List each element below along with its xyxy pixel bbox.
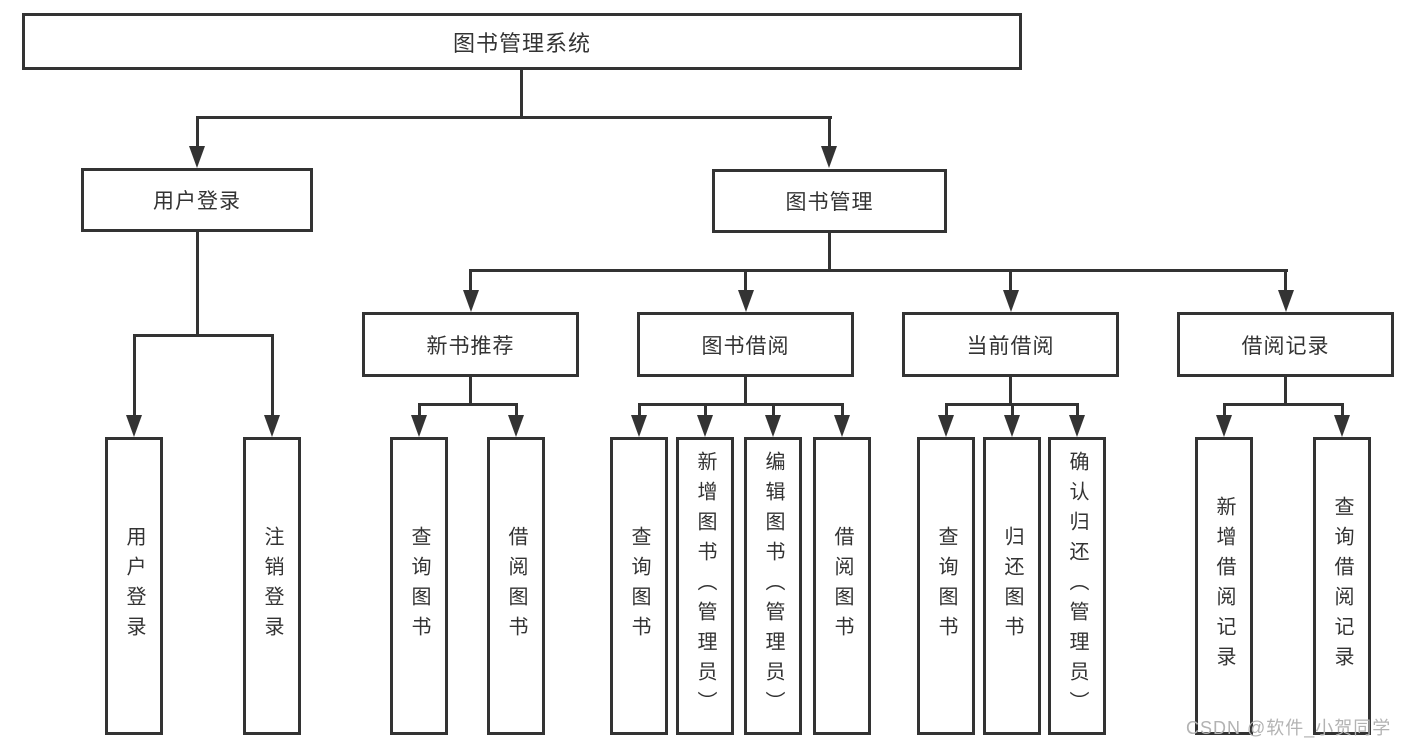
connector-user-login-hline — [133, 334, 274, 337]
arrow-down-icon — [1004, 415, 1020, 437]
connector-to-book-management — [828, 116, 831, 148]
connector-to-user-login — [196, 116, 199, 148]
leaf-label: 编辑图书（管理员） — [762, 451, 784, 721]
leaf-label: 借阅图书 — [831, 526, 853, 646]
node-book-management: 图书管理 — [712, 169, 947, 233]
leaf-label: 新增借阅记录 — [1213, 496, 1235, 676]
arrow-down-icon — [1216, 415, 1232, 437]
node-borrow-records: 借阅记录 — [1177, 312, 1394, 377]
connector-current-borrow-stem — [1009, 377, 1012, 405]
connector-book-borrow-stem — [744, 377, 747, 405]
connector-borrow-records-stem — [1284, 377, 1287, 405]
arrow-down-icon — [1003, 290, 1019, 312]
connector-to-leaf — [772, 403, 775, 417]
arrow-down-icon — [631, 415, 647, 437]
arrow-down-icon — [765, 415, 781, 437]
connector-to-borrow-records — [1284, 269, 1287, 293]
leaf-borrow-books-recommend: 借阅图书 — [487, 437, 545, 735]
arrow-down-icon — [1069, 415, 1085, 437]
connector-to-leaf — [841, 403, 844, 417]
leaf-borrow-books: 借阅图书 — [813, 437, 871, 735]
arrow-down-icon — [938, 415, 954, 437]
arrow-down-icon — [189, 146, 205, 168]
connector-borrow-records-hline — [1223, 403, 1344, 406]
arrow-down-icon — [697, 415, 713, 437]
node-new-book-recommend: 新书推荐 — [362, 312, 579, 377]
arrow-down-icon — [463, 290, 479, 312]
connector-level1-hline — [196, 116, 832, 119]
connector-to-leaf — [418, 403, 421, 417]
leaf-label: 用户登录 — [123, 526, 145, 646]
leaf-label: 确认归还（管理员） — [1066, 451, 1088, 721]
arrow-down-icon — [508, 415, 524, 437]
leaf-logout: 注销登录 — [243, 437, 301, 735]
node-user-login: 用户登录 — [81, 168, 313, 232]
leaf-return-books: 归还图书 — [983, 437, 1041, 735]
arrow-down-icon — [738, 290, 754, 312]
leaf-user-login: 用户登录 — [105, 437, 163, 735]
csdn-watermark: CSDN @软件_小贺同学 — [1186, 718, 1392, 738]
connector-to-leaf — [515, 403, 518, 417]
node-current-borrow: 当前借阅 — [902, 312, 1119, 377]
arrow-down-icon — [264, 415, 280, 437]
connector-to-current-borrow — [1009, 269, 1012, 293]
connector-new-book-hline — [418, 403, 518, 406]
connector-root-stem — [520, 70, 523, 118]
connector-user-login-stem — [196, 232, 199, 336]
leaf-add-borrow-record: 新增借阅记录 — [1195, 437, 1253, 735]
leaf-label: 查询图书 — [935, 526, 957, 646]
leaf-label: 查询图书 — [628, 526, 650, 646]
leaf-add-books-admin: 新增图书（管理员） — [676, 437, 734, 735]
connector-new-book-stem — [469, 377, 472, 405]
node-book-borrow: 图书借阅 — [637, 312, 854, 377]
arrow-down-icon — [411, 415, 427, 437]
leaf-label: 查询图书 — [408, 526, 430, 646]
connector-to-leaf-logout — [271, 334, 274, 417]
leaf-label: 查询借阅记录 — [1331, 496, 1353, 676]
leaf-label: 注销登录 — [261, 526, 283, 646]
connector-to-leaf — [1011, 403, 1014, 417]
connector-to-leaf — [1223, 403, 1226, 417]
leaf-query-books-current: 查询图书 — [917, 437, 975, 735]
leaf-edit-books-admin: 编辑图书（管理员） — [744, 437, 802, 735]
connector-to-leaf — [945, 403, 948, 417]
arrow-down-icon — [1334, 415, 1350, 437]
connector-book-management-stem — [828, 233, 831, 271]
connector-to-leaf — [1076, 403, 1079, 417]
connector-level2-hline — [469, 269, 1288, 272]
leaf-query-books-borrow: 查询图书 — [610, 437, 668, 735]
connector-to-leaf — [1341, 403, 1344, 417]
connector-to-leaf — [704, 403, 707, 417]
arrow-down-icon — [834, 415, 850, 437]
leaf-query-borrow-record: 查询借阅记录 — [1313, 437, 1371, 735]
connector-to-leaf — [638, 403, 641, 417]
connector-to-leaf-user-login — [133, 334, 136, 417]
connector-to-book-borrow — [744, 269, 747, 293]
node-library-system: 图书管理系统 — [22, 13, 1022, 70]
connector-to-new-book — [469, 269, 472, 293]
leaf-label: 新增图书（管理员） — [694, 451, 716, 721]
leaf-query-books-recommend: 查询图书 — [390, 437, 448, 735]
leaf-label: 借阅图书 — [505, 526, 527, 646]
arrow-down-icon — [821, 146, 837, 168]
leaf-label: 归还图书 — [1001, 526, 1023, 646]
connector-book-borrow-hline — [638, 403, 844, 406]
arrow-down-icon — [1278, 290, 1294, 312]
leaf-confirm-return-admin: 确认归还（管理员） — [1048, 437, 1106, 735]
arrow-down-icon — [126, 415, 142, 437]
